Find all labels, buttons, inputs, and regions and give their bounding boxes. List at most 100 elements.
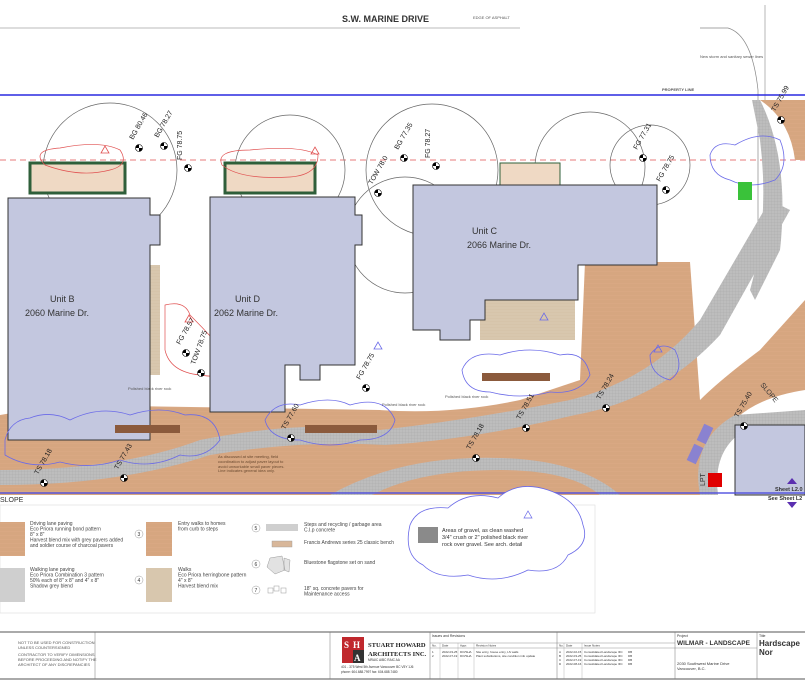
gravel-note-cloud	[407, 486, 586, 580]
utility-box	[738, 182, 752, 200]
legend-box	[0, 504, 596, 614]
logo-letter: S	[344, 640, 349, 650]
revision-cell: Plant substitutions, site condition info…	[476, 654, 536, 658]
legend-swatch-walking	[0, 568, 25, 602]
issue-cell: C	[559, 658, 562, 662]
spot-elevation: FG 78.75	[356, 352, 376, 392]
spot-elevation: BG 77.35	[394, 122, 415, 162]
site-meeting-note: As discussed at site meeting, field coor…	[218, 455, 285, 474]
revision-cell: DO/SHA	[460, 650, 472, 654]
issue-cell: Consolidated Landscape IFC	[584, 654, 624, 658]
legend-text: Walking lane paving	[30, 567, 75, 573]
legend-text: from curb to steps	[178, 527, 219, 533]
spot-elevation-label: BG 80.46	[129, 112, 150, 141]
street-name: S.W. MARINE DRIVE	[342, 14, 429, 24]
legend-text: Harvest blend mix	[178, 584, 219, 590]
spot-elevation-label: BG 78.27	[154, 110, 175, 139]
patio-unit-d	[223, 161, 317, 195]
spot-elevation-label: FG 78.75	[177, 131, 184, 160]
legend-text: 4" x 8"	[178, 578, 193, 584]
legend-text: Driving lane paving	[30, 521, 73, 527]
property-line-label: PROPERTY LINE	[662, 87, 694, 92]
legend-item: Steps and recycling / garbage areaC.I.p …	[251, 522, 382, 534]
spot-elevation-label: BG 77.35	[394, 122, 415, 151]
spot-elevation: BG 80.46	[129, 112, 150, 152]
unit-b-address: 2060 Marine Dr.	[25, 308, 89, 318]
legend-text: Eco Priora running bond pattern	[30, 527, 101, 533]
bench	[305, 425, 377, 433]
legend-swatch-entry	[146, 522, 172, 556]
bench	[115, 425, 180, 433]
warning-text: CONTRACTOR TO VERIFY DIMENSIONS	[18, 652, 95, 657]
issue-cell: Consolidated Landscape IFC	[584, 662, 624, 666]
revision-col-header: Revision Notes	[476, 644, 497, 648]
issue-col-header: No.	[559, 644, 564, 648]
legend-text: Maintenance access	[304, 592, 350, 598]
legend-number: 4	[138, 578, 141, 584]
unit-d-address: 2062 Marine Dr.	[214, 308, 278, 318]
legend-number: 3	[138, 532, 141, 538]
issue-cell: DB	[628, 654, 632, 658]
issue-col-header: Issue Notes	[584, 644, 600, 648]
issues-header: Issues and Revisions	[432, 634, 465, 638]
legend-swatch-flagstone	[266, 555, 291, 575]
unit-c-address: 2066 Marine Dr.	[467, 240, 531, 250]
revision-cell: 2022-03-25	[442, 650, 458, 654]
spot-elevation: FG 78.57	[176, 317, 196, 357]
legend-text: Harvest blend mix with grey pavers added	[30, 538, 123, 544]
building-adjacent	[734, 424, 805, 496]
warning-text: BEFORE PROCEEDING AND NOTIFY THE	[18, 657, 97, 662]
legend-text: Steps and recycling / garbage area	[304, 522, 382, 528]
unit-c-name: Unit C	[472, 226, 498, 236]
revision-col-header: Appr.	[460, 644, 467, 648]
issue-cell: 2022-02-15	[566, 650, 582, 654]
driving-lane-paving	[0, 262, 805, 495]
legend-swatch-walks	[146, 568, 172, 602]
project-label: Project	[677, 634, 688, 638]
issue-cell: D	[559, 662, 562, 666]
firm-name: STUART HOWARD	[368, 642, 426, 649]
legend-text: Eco Priora Combination 3 pattern	[30, 573, 104, 579]
warning-text: NOT TO BE USED FOR CONSTRUCTION	[18, 640, 95, 645]
unit-d-name: Unit D	[235, 294, 261, 304]
patio-unit-c	[499, 162, 561, 186]
spot-elevation: FG 78.27	[425, 129, 440, 170]
legend-text: C.I.p concrete	[304, 528, 335, 534]
spot-elevation-label: TOW 78.0	[368, 155, 390, 186]
legend-number: 6	[255, 562, 258, 568]
issue-col-header: Date	[566, 644, 573, 648]
spot-elevation: TOW 78.0	[368, 155, 390, 197]
building-unit-b	[7, 197, 161, 441]
sewer-note: New storm and sanitary sewer lines	[700, 54, 763, 59]
legend-text: and soldier course of charcoal pavers	[30, 543, 114, 549]
spot-elevation: FG 78.75	[177, 131, 192, 172]
warning-text: UNLESS COUNTERSIGNED	[18, 645, 70, 650]
spot-elevation: FG 77.31	[633, 122, 653, 162]
revision-cell: 2022-07-19	[442, 654, 458, 658]
utility-box-red	[708, 473, 722, 487]
revision-col-header: No.	[432, 644, 437, 648]
lpt-label: LPT	[700, 472, 707, 486]
legend-swatch-gravel	[418, 527, 438, 543]
unit-b-name: Unit B	[50, 294, 75, 304]
rock-note: Polished black river rock	[128, 386, 171, 391]
sheet-ref-1[interactable]: Sheet L2.0	[775, 487, 803, 493]
issue-cell: DB	[628, 658, 632, 662]
title-label: Title	[759, 634, 766, 638]
edge-of-asphalt-label: EDGE OF ASPHALT	[473, 15, 510, 20]
legend-text: 50% each of 8" x 8" and 4" x 8"	[30, 578, 99, 584]
spot-elevation: FG 78.75	[656, 154, 677, 194]
issue-cell: A	[559, 650, 561, 654]
revision-clouds	[4, 135, 785, 466]
firm-name: ARCHITECTS INC.	[368, 651, 427, 658]
sheet-ref-2[interactable]: See Sheet L2	[768, 496, 802, 502]
project-address: Vancouver, B.C.	[677, 666, 706, 671]
legend-text: Eco Priora herringbone pattern	[178, 573, 247, 579]
spot-elevation-label: FG 78.75	[656, 154, 677, 183]
revision-col-header: Date	[442, 644, 449, 648]
